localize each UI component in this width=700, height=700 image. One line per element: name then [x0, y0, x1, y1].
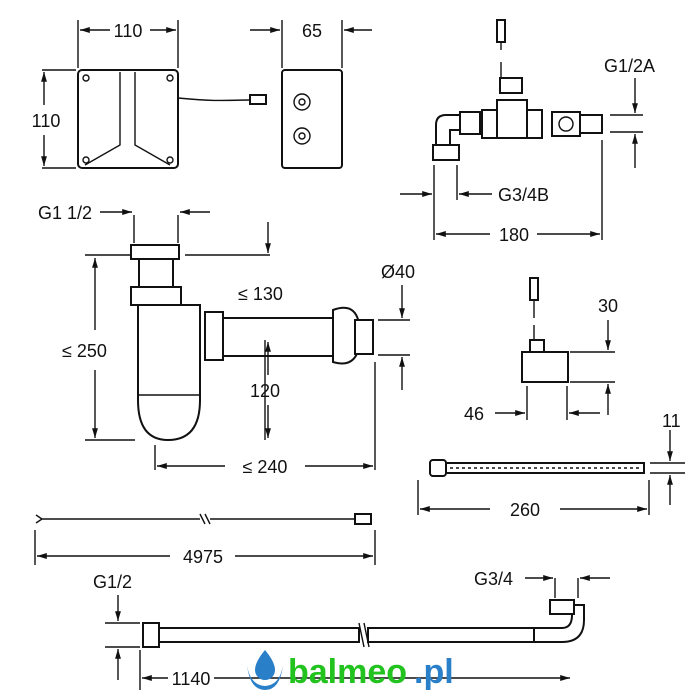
sensor-height-label: 30 [598, 296, 618, 316]
box-height-label: 110 [32, 111, 61, 131]
valve-inlet-label: G3/4B [498, 185, 549, 205]
connection-hose [105, 575, 610, 690]
hose-length-label: 1140 [172, 669, 211, 689]
sensor [495, 277, 615, 420]
valve-length-label: 180 [499, 225, 529, 245]
logo-text-blue: .pl [414, 653, 454, 691]
siphon-length-label: ≤ 240 [243, 457, 288, 477]
siphon-outlet-height-label: 120 [250, 381, 280, 401]
balmeo-logo: balmeo .pl [247, 650, 454, 691]
siphon [85, 209, 410, 470]
hose-thread-left-label: G1/2 [93, 572, 132, 592]
siphon-height-label: ≤ 250 [62, 341, 107, 361]
sensor-cable [34, 513, 376, 565]
logo-text-green: balmeo [288, 653, 407, 691]
hose-thread-right-label: G3/4 [474, 569, 513, 589]
strap-length-label: 260 [510, 500, 540, 520]
cable-strap [417, 430, 685, 515]
siphon-offset-label: ≤ 130 [238, 284, 283, 304]
control-box-side [250, 20, 372, 169]
control-box-front [41, 20, 267, 169]
sensor-width-label: 46 [464, 404, 484, 424]
cable-length-label: 4975 [183, 547, 223, 567]
box-width-label: 110 [114, 21, 143, 41]
strap-width-label: 11 [662, 411, 681, 431]
solenoid-valve [400, 19, 643, 240]
box-depth-label: 65 [302, 21, 322, 41]
siphon-thread-label: G1 1/2 [38, 203, 92, 223]
siphon-diameter-label: Ø40 [381, 262, 415, 282]
valve-outlet-label: G1/2A [604, 56, 655, 76]
